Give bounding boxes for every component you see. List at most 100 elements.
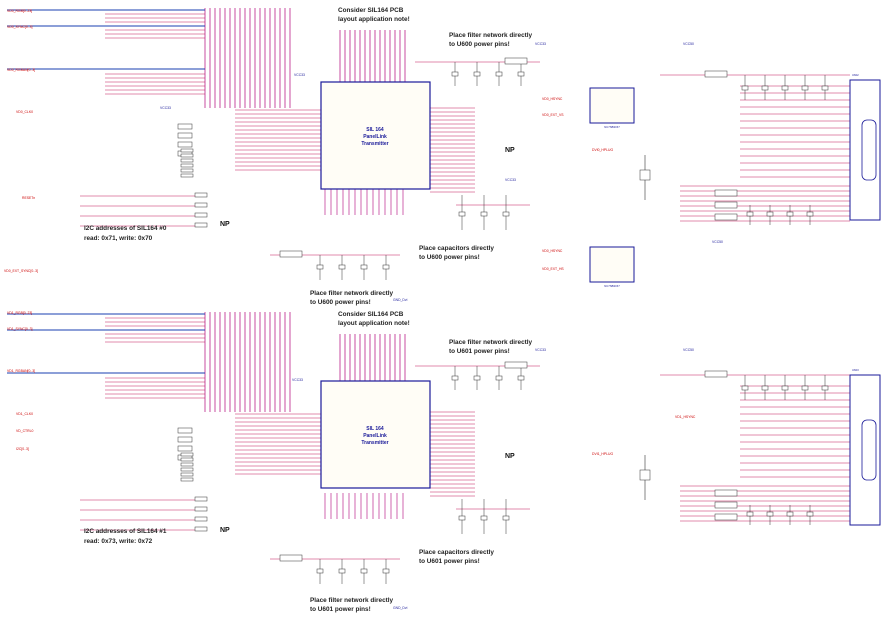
dvi-connector-2: U603 bbox=[849, 368, 881, 526]
capacitor bbox=[761, 85, 769, 91]
inductor bbox=[279, 250, 303, 258]
svg-text:VD0_EXT_VS: VD0_EXT_VS bbox=[542, 113, 564, 117]
capacitor bbox=[495, 375, 503, 381]
np-label-4: NP bbox=[220, 527, 230, 534]
np-label-2: NP bbox=[220, 221, 230, 228]
capacitor bbox=[806, 211, 814, 217]
resistor bbox=[180, 168, 194, 173]
capacitor bbox=[806, 511, 814, 517]
svg-text:Place capacitors directly: Place capacitors directly bbox=[419, 549, 494, 556]
svg-text:I2C addresses of SIL164 #0: I2C addresses of SIL164 #0 bbox=[84, 225, 167, 232]
u601-function: Transmitter bbox=[361, 440, 388, 446]
svg-text:to U600 power pins!: to U600 power pins! bbox=[310, 299, 371, 306]
resistor bbox=[180, 158, 194, 163]
resistor bbox=[194, 222, 208, 228]
capacitor bbox=[801, 385, 809, 391]
svg-text:VD1_RGB[0..23]: VD1_RGB[0..23] bbox=[7, 311, 32, 315]
resistor bbox=[180, 163, 194, 168]
svg-text:Consider SIL164 PCB: Consider SIL164 PCB bbox=[338, 311, 404, 318]
svg-text:VCC33: VCC33 bbox=[535, 348, 546, 352]
resistor bbox=[180, 173, 194, 178]
buffer-chip-2: NC7SB3157 bbox=[589, 246, 635, 288]
resistor bbox=[194, 496, 208, 502]
resistor bbox=[180, 153, 194, 158]
buffer-1-label: NC7SB3157 bbox=[604, 125, 620, 129]
capacitor bbox=[316, 264, 324, 270]
diode bbox=[639, 169, 651, 181]
svg-text:Place filter network directly: Place filter network directly bbox=[310, 597, 394, 604]
inductor bbox=[504, 361, 528, 369]
svg-text:DVI1_HPLUG: DVI1_HPLUG bbox=[592, 452, 613, 456]
pcb-note-top: Consider SIL164 PCB layout application n… bbox=[338, 7, 410, 23]
svg-text:GND_Dvi: GND_Dvi bbox=[393, 606, 408, 610]
resistor bbox=[194, 506, 208, 512]
svg-text:layout application note!: layout application note! bbox=[338, 320, 410, 327]
caps-note-u601: Place capacitors directly to U601 power … bbox=[419, 549, 494, 565]
inductor bbox=[714, 501, 738, 509]
connector-1-label: U602 bbox=[852, 73, 859, 77]
svg-text:I2C[0..3]: I2C[0..3] bbox=[16, 447, 29, 451]
resistor bbox=[177, 445, 193, 452]
capacitor bbox=[451, 71, 459, 77]
i2c-note-bottom: I2C addresses of SIL164 #1 read: 0x73, w… bbox=[84, 528, 167, 545]
resistor bbox=[180, 148, 194, 153]
u600-title: SIL 164 bbox=[366, 127, 384, 133]
svg-text:GND_Dvi: GND_Dvi bbox=[393, 298, 408, 302]
resistor bbox=[194, 192, 208, 198]
caps-note-u600: Place capacitors directly to U600 power … bbox=[419, 245, 494, 261]
capacitor bbox=[382, 264, 390, 270]
capacitor bbox=[517, 375, 525, 381]
resistor bbox=[180, 457, 194, 462]
resistor bbox=[194, 212, 208, 218]
capacitor bbox=[480, 211, 488, 217]
resistor bbox=[177, 132, 193, 139]
resistor bbox=[177, 141, 193, 148]
capacitor bbox=[766, 211, 774, 217]
inductor bbox=[704, 370, 728, 378]
capacitor bbox=[766, 511, 774, 517]
svg-text:VCC50: VCC50 bbox=[683, 42, 694, 46]
filter-note-u601-b: Place filter network directly to U601 po… bbox=[310, 597, 394, 613]
inductor bbox=[714, 189, 738, 197]
svg-text:VD0_EXT_SYNC[0..3]: VD0_EXT_SYNC[0..3] bbox=[4, 269, 38, 273]
capacitor bbox=[451, 375, 459, 381]
capacitor bbox=[821, 85, 829, 91]
svg-text:VCC33: VCC33 bbox=[535, 42, 546, 46]
svg-text:Place filter network directly: Place filter network directly bbox=[449, 32, 533, 39]
svg-text:Consider SIL164 PCB: Consider SIL164 PCB bbox=[338, 7, 404, 14]
capacitor bbox=[746, 211, 754, 217]
inductor bbox=[279, 554, 303, 562]
svg-text:VD1_RGBAN[0..3]: VD1_RGBAN[0..3] bbox=[7, 369, 35, 373]
svg-text:VCC33: VCC33 bbox=[160, 106, 171, 110]
diode bbox=[639, 469, 651, 481]
capacitor bbox=[382, 568, 390, 574]
capacitor bbox=[781, 85, 789, 91]
capacitor bbox=[781, 385, 789, 391]
inductor bbox=[704, 70, 728, 78]
svg-text:Place capacitors directly: Place capacitors directly bbox=[419, 245, 494, 252]
svg-text:VD1_CLK0: VD1_CLK0 bbox=[16, 412, 33, 416]
capacitor bbox=[741, 385, 749, 391]
svg-text:to U601 power pins!: to U601 power pins! bbox=[419, 558, 480, 565]
u600-subtitle: PanelLink bbox=[363, 134, 387, 140]
resistor bbox=[180, 472, 194, 477]
connector-2-label: U603 bbox=[852, 368, 859, 372]
u601-title: SIL 164 bbox=[366, 426, 384, 432]
svg-text:VD0_RGBAN[0..3]: VD0_RGBAN[0..3] bbox=[7, 68, 35, 72]
svg-text:VD0_HSYNC: VD0_HSYNC bbox=[542, 249, 563, 253]
dvi-connector-1: U602 bbox=[849, 73, 881, 221]
svg-text:VD0_RGB[0..23]: VD0_RGB[0..23] bbox=[7, 9, 32, 13]
resistor bbox=[180, 467, 194, 472]
resistor bbox=[194, 202, 208, 208]
capacitor bbox=[360, 264, 368, 270]
resistor bbox=[194, 516, 208, 522]
svg-text:VCC50: VCC50 bbox=[712, 240, 723, 244]
capacitor bbox=[360, 568, 368, 574]
svg-text:to U600 power pins!: to U600 power pins! bbox=[419, 254, 480, 261]
inductor bbox=[714, 513, 738, 521]
capacitor bbox=[458, 211, 466, 217]
wire-layer bbox=[80, 8, 850, 584]
resistor bbox=[180, 477, 194, 482]
svg-text:VCC50: VCC50 bbox=[683, 348, 694, 352]
